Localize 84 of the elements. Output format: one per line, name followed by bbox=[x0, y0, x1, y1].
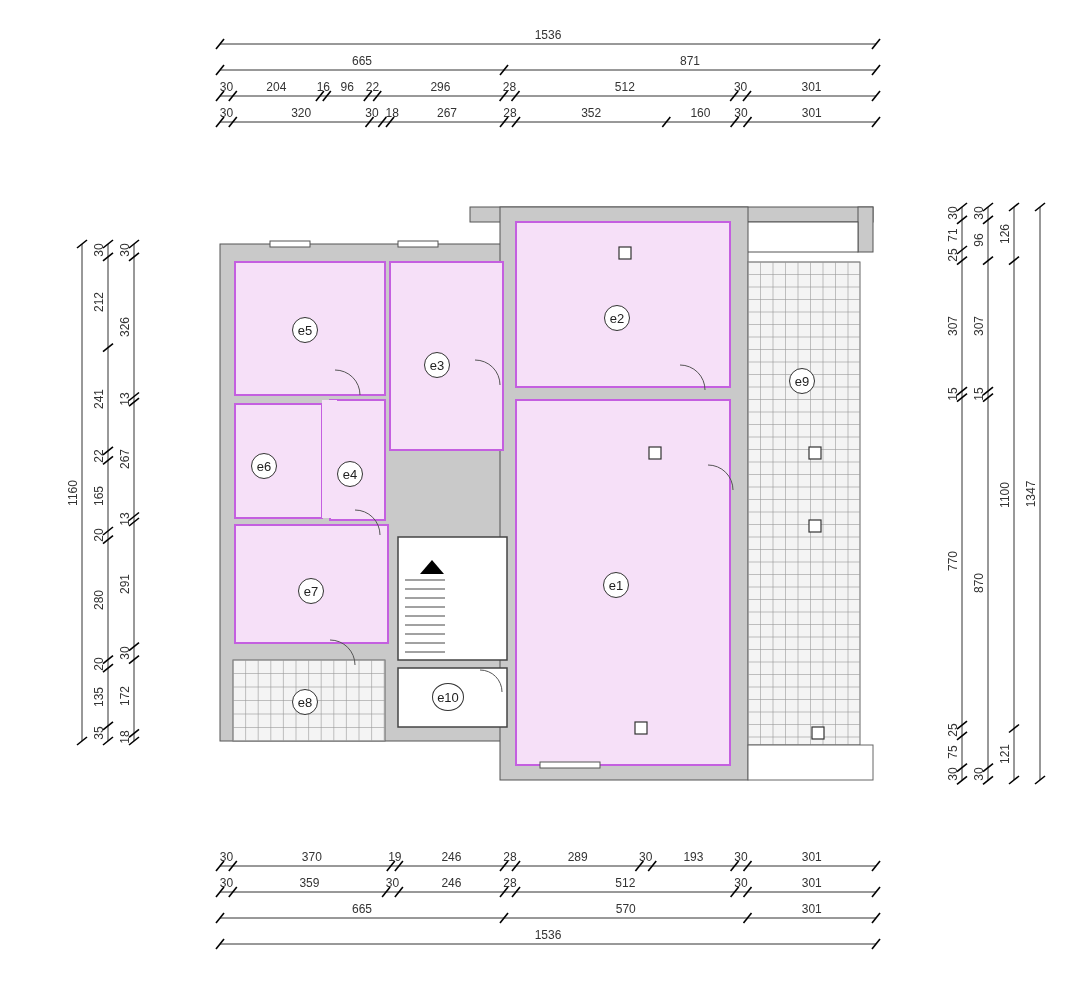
dimension-label: 352 bbox=[581, 106, 602, 120]
dimension-label: 16 bbox=[316, 80, 330, 94]
dimension-label: 512 bbox=[615, 876, 636, 890]
dimension-label: 71 bbox=[946, 228, 960, 242]
dimension-label: 15 bbox=[946, 387, 960, 402]
dimension-label: 121 bbox=[998, 744, 1012, 765]
dimension-label: 30 bbox=[92, 243, 106, 258]
dimension-label: 301 bbox=[801, 106, 822, 120]
dimension-label: 241 bbox=[92, 389, 106, 410]
dimension-label: 18 bbox=[118, 730, 132, 744]
dimension-label: 15 bbox=[972, 387, 986, 402]
dimension-label: 25 bbox=[946, 723, 960, 738]
dimension-label: 13 bbox=[118, 392, 132, 406]
dimension-label: 665 bbox=[352, 54, 372, 68]
dimension-label: 30 bbox=[219, 876, 234, 890]
dimension-label: 30 bbox=[734, 876, 748, 890]
dimension-label: 1536 bbox=[534, 28, 562, 42]
dimension-label: 28 bbox=[502, 80, 517, 94]
dimension-label: 301 bbox=[801, 80, 822, 94]
dimension-label: 30 bbox=[219, 80, 234, 94]
dimension-label: 30 bbox=[972, 767, 986, 781]
dimension-label: 301 bbox=[801, 902, 822, 916]
dimension-label: 35 bbox=[92, 726, 106, 741]
dimension-label: 28 bbox=[503, 876, 517, 890]
dimension-label: 96 bbox=[340, 80, 354, 94]
dimension-label: 204 bbox=[266, 80, 287, 94]
dimension-label: 1100 bbox=[998, 481, 1012, 508]
dimension-label: 172 bbox=[118, 686, 132, 707]
dimension-label: 280 bbox=[92, 589, 106, 610]
dimension-label: 307 bbox=[946, 315, 960, 336]
dimension-label: 267 bbox=[437, 106, 457, 120]
dimension-label: 19 bbox=[388, 850, 402, 864]
dimension-label: 30 bbox=[639, 850, 653, 864]
dimension-label: 135 bbox=[92, 687, 106, 707]
dimension-label: 289 bbox=[567, 850, 588, 864]
dimension-label: 1347 bbox=[1024, 480, 1038, 507]
dimension-label: 30 bbox=[385, 876, 400, 890]
dimension-label: 296 bbox=[430, 80, 451, 94]
dimension-label: 370 bbox=[301, 850, 322, 864]
dimension-label: 126 bbox=[998, 223, 1012, 244]
dimension-label: 193 bbox=[683, 850, 704, 864]
dimension-label: 871 bbox=[680, 54, 700, 68]
dimension-label: 20 bbox=[92, 657, 106, 671]
dimension-label: 1160 bbox=[66, 479, 80, 506]
dimension-label: 30 bbox=[733, 80, 748, 94]
dimension-label: 291 bbox=[118, 574, 132, 595]
dimension-label: 212 bbox=[92, 292, 106, 313]
dimension-label: 359 bbox=[299, 876, 320, 890]
dimension-label: 246 bbox=[441, 850, 462, 864]
dimension-label: 75 bbox=[946, 745, 960, 759]
dimension-label: 13 bbox=[118, 512, 132, 526]
dimension-label: 30 bbox=[365, 106, 379, 120]
dimension-label: 301 bbox=[801, 850, 822, 864]
dimension-label: 267 bbox=[118, 449, 132, 470]
dimension-label: 1536 bbox=[534, 928, 562, 942]
dimension-label: 160 bbox=[690, 106, 711, 120]
dimension-label: 30 bbox=[219, 106, 234, 120]
dimension-label: 301 bbox=[801, 876, 822, 890]
dimension-label: 30 bbox=[219, 850, 234, 864]
dimension-label: 30 bbox=[946, 206, 960, 221]
dimension-label: 246 bbox=[441, 876, 462, 890]
dimension-label: 20 bbox=[92, 528, 106, 542]
dimension-label: 28 bbox=[503, 850, 517, 864]
dimension-label: 770 bbox=[946, 551, 960, 572]
dimension-label: 96 bbox=[972, 233, 986, 247]
dimension-label: 30 bbox=[972, 206, 986, 221]
dimension-label: 30 bbox=[734, 106, 748, 120]
dimension-label: 320 bbox=[291, 106, 312, 120]
dimension-label: 22 bbox=[365, 80, 380, 94]
dimension-label: 28 bbox=[503, 106, 517, 120]
dimension-label: 870 bbox=[972, 572, 986, 593]
dimension-label: 307 bbox=[972, 315, 986, 336]
dimension-label: 30 bbox=[118, 243, 132, 258]
dimension-label: 18 bbox=[385, 106, 399, 120]
dimension-label: 25 bbox=[946, 248, 960, 262]
dimension-label: 326 bbox=[118, 316, 132, 337]
dimension-label: 30 bbox=[734, 850, 748, 864]
dimension-label: 30 bbox=[118, 646, 132, 660]
dimension-label: 665 bbox=[352, 902, 372, 916]
dimension-label: 22 bbox=[92, 448, 106, 463]
dimension-label: 512 bbox=[614, 80, 635, 94]
dimension-label: 30 bbox=[946, 767, 960, 781]
dimension-label: 570 bbox=[615, 902, 636, 916]
dimension-label: 165 bbox=[92, 485, 106, 506]
